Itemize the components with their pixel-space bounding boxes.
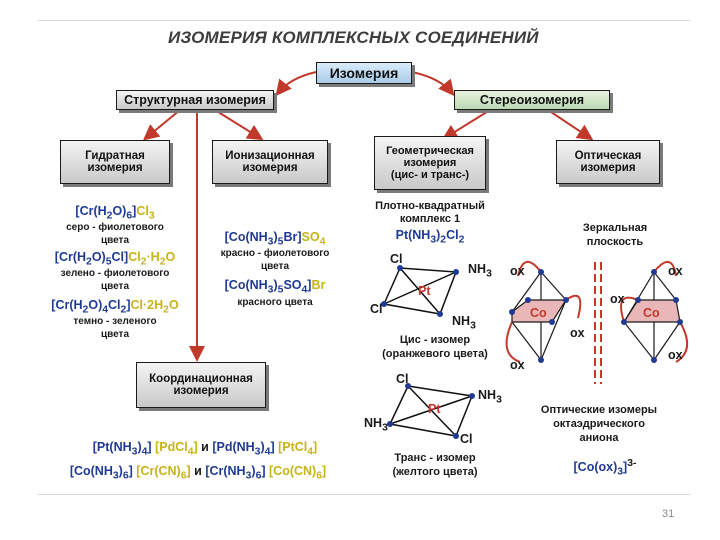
cis-caption-1: Цис - изомер: [399, 334, 471, 346]
cis-label-cl-bottom: Cl: [370, 302, 383, 316]
hydrate-example-2-note-1: зелено - фиолетового: [60, 268, 170, 279]
ox-label-5: ox: [610, 292, 625, 306]
arrow-structural-ionization: [214, 109, 264, 141]
stereoisomerism-box: Стереоизомерия: [454, 90, 610, 110]
arrow-root-structural: [275, 71, 317, 97]
top-rule: [38, 20, 690, 21]
ionization-example-2-formula: [Co(NH3)5SO4]Br: [224, 278, 326, 296]
trans-label-cl-bottom: Cl: [460, 432, 473, 446]
geometric-line-2: изомерия: [403, 157, 457, 169]
optical-line-2: изомерия: [580, 162, 636, 174]
trans-label-nh3-right: NH3: [478, 388, 502, 406]
square-planar-formula: Pt(NH3)2Cl2: [395, 228, 465, 246]
trans-label-cl-top: Cl: [396, 372, 409, 386]
hydrate-example-3-formula: [Cr(H2O)4Cl2]Cl·2H2O: [51, 298, 179, 316]
square-planar-line-2: комплекс 1: [399, 213, 461, 225]
coordination-line-2: изомерия: [173, 385, 229, 397]
mirror-label-2: плоскость: [586, 236, 644, 248]
co-label-right: Co: [643, 306, 660, 320]
geometric-isomerism-box: Геометрическая изомерия (цис- и транс-): [374, 136, 486, 190]
ionization-example-1-note-1: красно - фиолетового: [220, 248, 330, 259]
cis-caption-2: (оранжевого цвета): [382, 348, 488, 360]
arrow-stereo-geometric: [441, 109, 491, 141]
optical-caption-3: аниона: [579, 432, 619, 444]
optical-line-1: Оптическая: [574, 150, 642, 162]
octahedron-right: [622, 271, 681, 361]
optical-isomerism-box: Оптическая изомерия: [556, 140, 660, 184]
optical-caption-1: Оптические изомеры: [540, 404, 658, 416]
cis-label-nh3-top: NH3: [468, 262, 492, 280]
hydrate-example-3-note-2: цвета: [100, 329, 130, 340]
octahedron-left: [511, 271, 568, 361]
geometric-line-1: Геометрическая: [386, 145, 474, 157]
geometric-line-3: (цис- и транс-): [390, 169, 470, 181]
square-planar-line-1: Плотно-квадратный: [375, 200, 485, 212]
optical-caption-2: октаэдрического: [553, 418, 645, 430]
trans-caption-1: Транс - изомер: [394, 452, 476, 464]
trans-caption-2: (желтого цвета): [392, 466, 478, 478]
page-number: 31: [662, 508, 675, 520]
coordination-line-1: Координационная: [149, 373, 253, 385]
co-label-left: Co: [530, 306, 547, 320]
hydrate-line-2: изомерия: [87, 162, 143, 174]
ox-label-6: ox: [668, 348, 683, 362]
cis-label-cl-top: Cl: [390, 252, 403, 266]
coordination-example-2: [Co(NH3)6] [Cr(CN)6] и [Cr(NH3)6] [Co(CN…: [69, 464, 327, 482]
mirror-plane: [594, 262, 602, 384]
optical-formula: [Co(ox)3]3-: [573, 458, 637, 478]
hydrate-example-1-formula: [Cr(H2O)6]Cl3: [75, 204, 155, 222]
hydrate-example-1-note-1: серо - фиолетового: [66, 222, 164, 233]
arrow-root-stereo: [411, 71, 455, 97]
trans-label-pt: Pt: [428, 402, 441, 416]
arrow-structural-hydrate: [142, 109, 181, 141]
ionization-example-1-note-2: цвета: [260, 261, 290, 272]
cis-label-pt: Pt: [418, 284, 431, 298]
hydrate-line-1: Гидратная: [85, 150, 145, 162]
cis-label-nh3-bottom: NH3: [452, 314, 476, 332]
structural-isomerism-box: Структурная изомерия: [116, 90, 274, 110]
ionization-line-2: изомерия: [242, 162, 298, 174]
hydrate-example-1-note-2: цвета: [100, 235, 130, 246]
coordination-example-1: [Pt(NH3)4] [PdCl4] и [Pd(NH3)4] [PtCl4]: [92, 440, 318, 458]
page-title: ИЗОМЕРИЯ КОМПЛЕКСНЫХ СОЕДИНЕНИЙ: [168, 28, 539, 47]
ionization-example-2-note-1: красного цвета: [237, 297, 313, 308]
ox-label-4: ox: [668, 264, 683, 278]
ionization-line-1: Ионизационная: [225, 150, 315, 162]
hydrate-example-3-note-1: темно - зеленого: [73, 316, 157, 327]
ox-label-3: ox: [510, 358, 525, 372]
trans-label-nh3-left: NH3: [364, 416, 388, 434]
hydrate-isomerism-box: Гидратная изомерия: [60, 140, 170, 184]
ionization-isomerism-box: Ионизационная изомерия: [212, 140, 328, 184]
hydrate-example-2-formula: [Cr(H2O)5Cl]Cl2·H2O: [54, 250, 176, 268]
root-box: Изомерия: [316, 62, 412, 84]
mirror-label-1: Зеркальная: [582, 222, 648, 234]
coordination-isomerism-box: Координационная изомерия: [136, 362, 266, 408]
ionization-example-1-formula: [Co(NH3)5Br]SO4: [224, 230, 326, 248]
arrow-stereo-optical: [547, 109, 594, 141]
ox-label-1: ox: [510, 264, 525, 278]
bottom-rule: [38, 494, 690, 495]
hydrate-example-2-note-2: цвета: [100, 281, 130, 292]
ox-label-2: ox: [570, 326, 585, 340]
